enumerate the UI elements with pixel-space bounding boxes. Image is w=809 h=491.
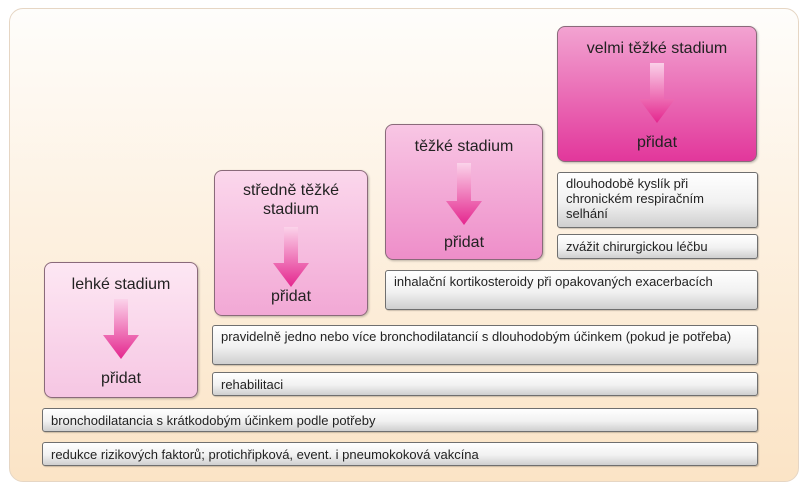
stage-moderate-add: přidat xyxy=(270,288,312,305)
bar-long-term-oxygen: dlouhodobě kyslík při chronickém respira… xyxy=(557,172,758,228)
bar-surgery: zvážit chirurgickou léčbu xyxy=(557,234,758,259)
stage-severe-title: těžké stadium xyxy=(414,138,514,155)
stage-very-severe: velmi těžké stadium přidat xyxy=(557,26,757,162)
bar-rehabilitation: rehabilitaci xyxy=(212,372,758,396)
stage-very-severe-add: přidat xyxy=(636,134,678,151)
down-arrow-icon xyxy=(639,63,675,123)
down-arrow-icon xyxy=(103,299,139,359)
bar-inhaled-corticosteroids: inhalační kortikosteroidy při opakovanýc… xyxy=(385,270,758,310)
stage-very-severe-title: velmi těžké stadium xyxy=(586,40,728,57)
stage-severe-add: přidat xyxy=(443,234,485,251)
stage-moderate-title: středně těžké stadium xyxy=(242,182,340,218)
stage-mild-add: přidat xyxy=(100,370,142,387)
bar-risk-reduction: redukce rizikových faktorů; protichřipko… xyxy=(42,442,758,466)
stage-severe: těžké stadium přidat xyxy=(385,124,543,260)
down-arrow-icon xyxy=(273,227,309,287)
stage-mild: lehké stadium přidat xyxy=(44,262,198,398)
bar-short-acting-bronchodilators: bronchodilatancia s krátkodobým účinkem … xyxy=(42,408,758,432)
down-arrow-icon xyxy=(446,163,482,225)
stage-mild-title: lehké stadium xyxy=(71,276,171,293)
stage-moderate: středně těžké stadium přidat xyxy=(214,170,368,316)
bar-long-acting-bronchodilators: pravidelně jedno nebo více bronchodilata… xyxy=(212,325,758,365)
